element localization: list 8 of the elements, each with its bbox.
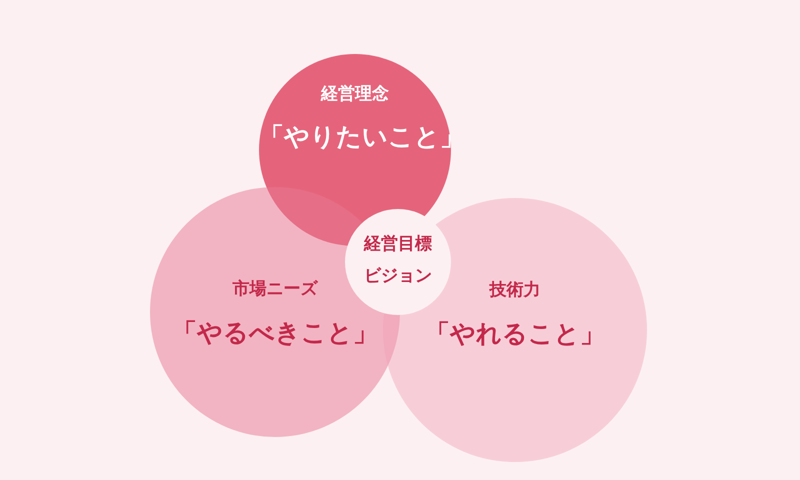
circle-heading: 技術力 (488, 279, 542, 301)
center-label: ビジョン (363, 265, 433, 287)
center-label: 経営目標 (362, 233, 433, 255)
circle-label: 「やれること」 (424, 318, 606, 350)
circle-label: 「やるべきこと」 (171, 317, 379, 349)
circle-heading: 経営理念 (320, 83, 390, 105)
circle-heading: 市場ニーズ (232, 278, 319, 300)
circle-label: 「やりたいこと」 (259, 121, 451, 153)
